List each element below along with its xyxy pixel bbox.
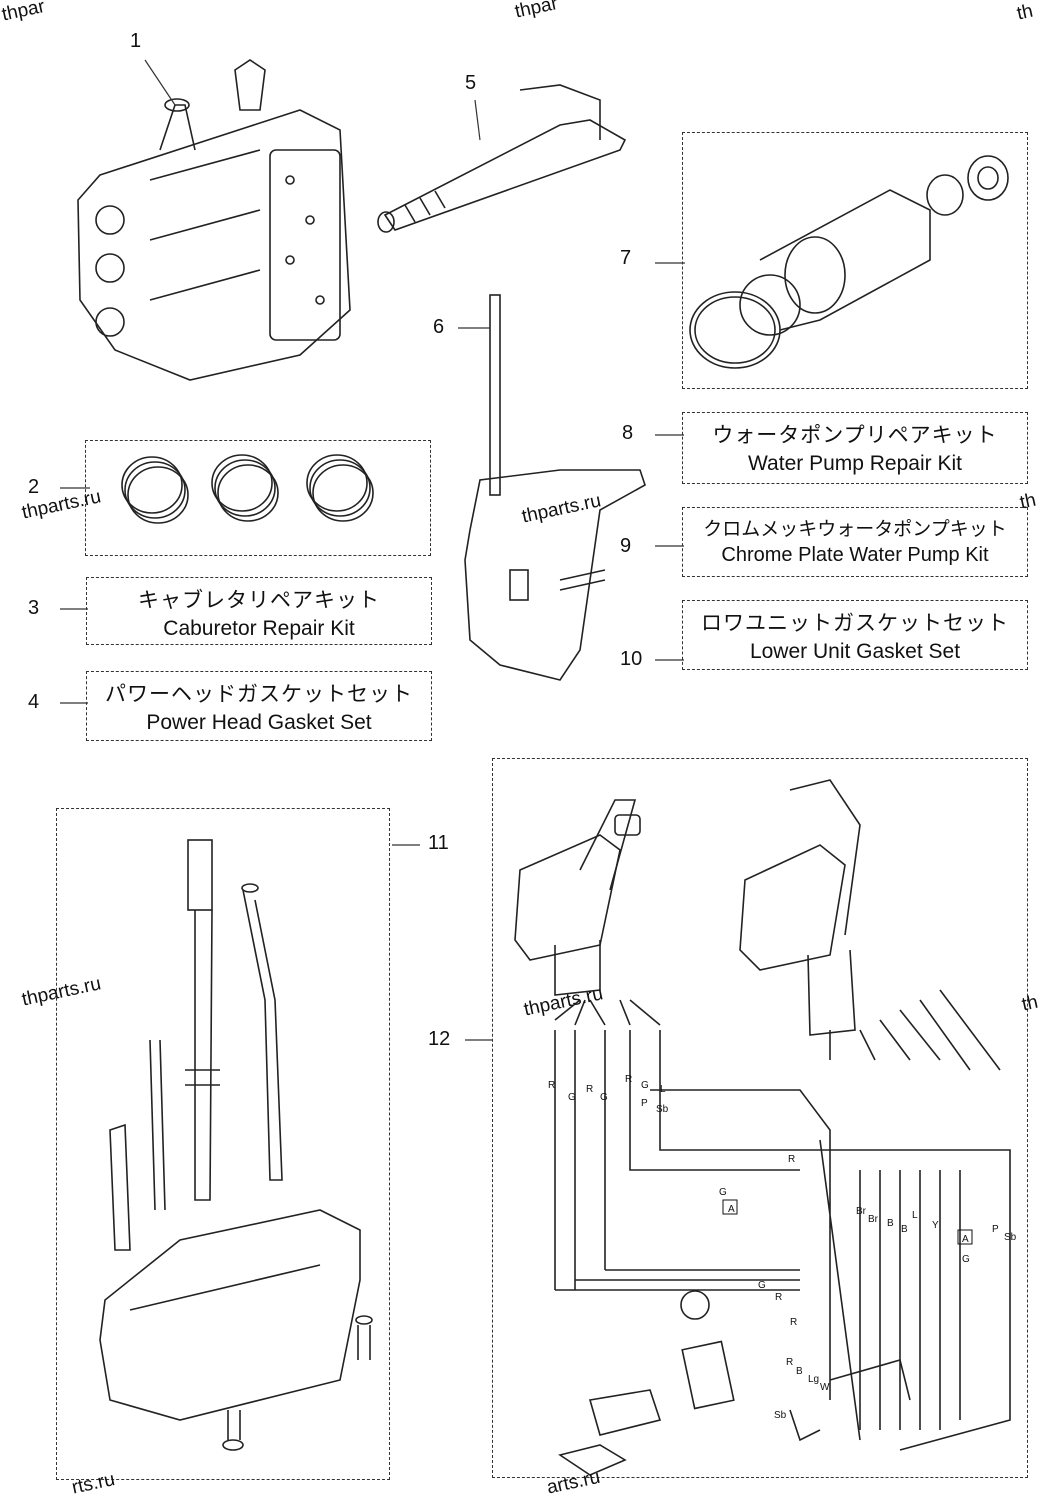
wire-label: Sb <box>774 1410 787 1421</box>
callout-1: 1 <box>130 30 142 52</box>
lower-casing-drawing <box>99 839 373 1451</box>
group-box-11 <box>56 808 390 1480</box>
water-pump-drawing <box>689 155 1009 369</box>
wire-label: G <box>568 1092 576 1103</box>
wire-label: G <box>641 1080 649 1091</box>
piston-rings-drawing <box>121 454 374 524</box>
group-box-7 <box>682 132 1028 389</box>
callout-11: 11 <box>428 832 449 854</box>
wire-label: G <box>758 1280 766 1291</box>
wire-label: A <box>728 1204 735 1215</box>
callout-2: 2 <box>28 476 40 498</box>
wire-label: R <box>788 1154 795 1165</box>
kit-name-en: Chrome Plate Water Pump Kit <box>721 544 989 566</box>
kit-box-water-pump: ウォータポンプリペアキット Water Pump Repair Kit <box>682 412 1028 484</box>
wire-label: W <box>820 1382 830 1393</box>
kit-name-jp: ロワユニットガスケットセット <box>701 611 1009 635</box>
kit-box-lower-gasket: ロワユニットガスケットセット Lower Unit Gasket Set <box>682 600 1028 670</box>
remote-control-drawing <box>514 779 1011 1476</box>
kit-name-en: Power Head Gasket Set <box>146 711 372 734</box>
wire-label: P <box>992 1224 999 1235</box>
callout-5: 5 <box>465 72 477 94</box>
wire-label: R <box>625 1074 632 1085</box>
callout-8: 8 <box>622 422 634 444</box>
kit-name-jp: ウォータポンプリペアキット <box>712 423 998 447</box>
wire-label: R <box>548 1080 555 1091</box>
callout-12: 12 <box>428 1028 451 1050</box>
watermark-partial: th <box>1020 991 1039 1016</box>
group-box-12 <box>492 758 1028 1478</box>
kit-name-en: Water Pump Repair Kit <box>748 452 962 475</box>
lower-unit-drawing <box>464 294 646 681</box>
kit-box-chrome-pump: クロムメッキウォータポンプキット Chrome Plate Water Pump… <box>682 507 1028 577</box>
wire-label: B <box>887 1218 894 1229</box>
kit-box-power-head: パワーヘッドガスケットセット Power Head Gasket Set <box>86 671 432 741</box>
power-head-drawing <box>77 59 351 381</box>
callout-9: 9 <box>620 535 632 557</box>
wire-label: R <box>586 1084 593 1095</box>
wire-label: Sb <box>1004 1232 1017 1243</box>
wire-label: Br <box>868 1214 879 1225</box>
wire-label: B <box>901 1224 908 1235</box>
callout-4: 4 <box>28 691 40 713</box>
wire-label: Br <box>856 1206 867 1217</box>
wire-label: G <box>600 1092 608 1103</box>
callout-7: 7 <box>620 247 632 269</box>
kit-name-en: Lower Unit Gasket Set <box>749 640 961 663</box>
wire-label: R <box>786 1357 793 1368</box>
kit-name-en: Caburetor Repair Kit <box>163 617 355 640</box>
wire-label: G <box>962 1254 970 1265</box>
wire-label: B <box>796 1366 803 1377</box>
wire-label: P <box>641 1098 648 1109</box>
wire-label: Sb <box>656 1104 669 1115</box>
group-box-2 <box>85 440 431 556</box>
kit-name-jp: パワーヘッドガスケットセット <box>105 682 413 706</box>
callout-3: 3 <box>28 597 40 619</box>
wire-label: L <box>912 1210 918 1221</box>
wire-label: L <box>660 1084 666 1095</box>
kit-name-jp: クロムメッキウォータポンプキット <box>703 518 1007 540</box>
drive-shaft-housing-drawing <box>377 84 627 233</box>
callout-6: 6 <box>433 316 445 338</box>
wire-label: Y <box>932 1220 939 1231</box>
kit-name-jp: キャブレタリペアキット <box>138 588 380 612</box>
wire-label: Lg <box>808 1374 819 1385</box>
wire-label: R <box>775 1292 782 1303</box>
wire-label: G <box>719 1187 727 1198</box>
wire-label: R <box>790 1317 797 1328</box>
kit-box-carburetor: キャブレタリペアキット Caburetor Repair Kit <box>86 577 432 645</box>
wire-label: A <box>962 1234 969 1245</box>
callout-10: 10 <box>620 648 643 670</box>
